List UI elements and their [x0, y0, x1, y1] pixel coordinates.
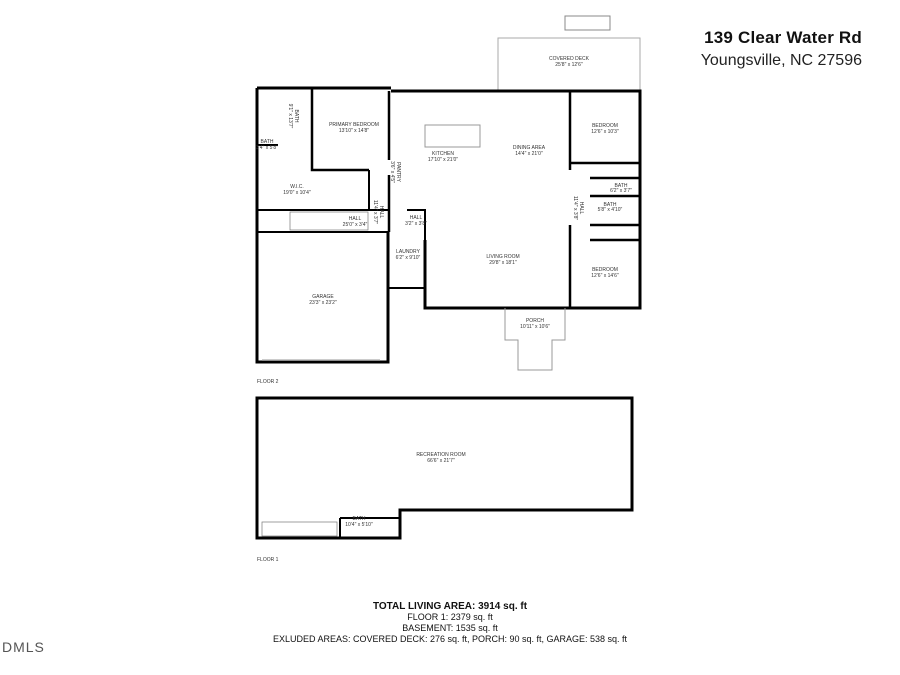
street-address: 139 Clear Water Rd	[704, 28, 862, 47]
mls-logo: DMLS	[2, 639, 45, 655]
property-address: 139 Clear Water Rd Youngsville, NC 27596	[701, 28, 862, 70]
hall-3-label: HALL	[410, 215, 423, 221]
laundry-label: LAUNDRY	[396, 249, 420, 255]
hall-label: HALL	[349, 216, 362, 222]
porch-dims: 10'11" x 10'6"	[520, 324, 550, 330]
kitchen-label: KITCHEN	[432, 151, 454, 157]
bath-lower-label: BATH	[353, 516, 366, 522]
upper-floor-walls	[255, 15, 642, 371]
area-summary: TOTAL LIVING AREA: 3914 sq. ft FLOOR 1: …	[0, 601, 900, 645]
bath-primary-dims: 9'1" x 13'7"	[287, 104, 293, 129]
bedroom-1-label: BEDROOM	[592, 123, 618, 129]
pantry-dims: 3'6" x 4'5"	[389, 161, 395, 183]
hall-4-dims: 11'4" x 3'8"	[572, 196, 578, 220]
pantry-label: PANTRY	[395, 162, 401, 182]
primary-bedroom-label: PRIMARY BEDROOM	[329, 122, 379, 128]
hall-2-label: HALL	[378, 206, 384, 219]
floor-2-label: FLOOR 2	[257, 379, 279, 385]
recreation-room-label: RECREATION ROOM	[416, 452, 465, 458]
city-state-zip: Youngsville, NC 27596	[700, 52, 862, 69]
hall-dims: 25'0" x 3'4"	[343, 222, 368, 228]
bath-3-label: BATH	[604, 202, 617, 208]
room-labels: COVERED DECK 25'8" x 12'6" PRIMARY BEDRO…	[256, 56, 632, 563]
bath-2-dims: 6'2" x 3'7"	[610, 188, 632, 194]
basement-area: BASEMENT: 1535 sq. ft	[402, 623, 498, 633]
bedroom-1-dims: 12'6" x 10'3"	[591, 129, 619, 135]
bath-2-label: BATH	[615, 183, 628, 189]
wic-label: W.I.C.	[290, 184, 304, 190]
wic-dims: 19'0" x 10'4"	[283, 190, 311, 196]
living-room-dims: 29'8" x 18'1"	[489, 260, 517, 266]
bath-3-dims: 5'8" x 4'10"	[598, 207, 623, 213]
total-living-area: TOTAL LIVING AREA: 3914 sq. ft	[372, 601, 528, 612]
bath-small-label: BATH	[261, 139, 274, 145]
laundry-dims: 6'2" x 9'10"	[396, 255, 421, 261]
porch-label: PORCH	[526, 318, 544, 324]
garage-dims: 23'3" x 23'2"	[309, 300, 337, 306]
hall-2-dims: 11'4" x 3'7"	[372, 200, 378, 224]
covered-deck-dims: 25'8" x 12'6"	[555, 62, 583, 68]
deck-stairs	[564, 15, 611, 31]
bath-primary-label: BATH	[293, 110, 299, 123]
bath-small-dims: 3'4" x 5'8"	[256, 145, 278, 151]
floor-1-label: FLOOR 1	[257, 557, 279, 563]
covered-deck-label: COVERED DECK	[549, 56, 590, 62]
recreation-room-dims: 66'6" x 21'7"	[427, 458, 455, 464]
bedroom-2-label: BEDROOM	[592, 267, 618, 273]
hall-4-label: HALL	[578, 202, 584, 215]
bedroom-2-dims: 12'6" x 14'6"	[591, 273, 619, 279]
dining-area-label: DINING AREA	[513, 145, 546, 151]
hall-3-dims: 3'2" x 3'8"	[405, 221, 427, 227]
garage-label: GARAGE	[312, 294, 334, 300]
bath-lower-dims: 10'4" x 5'10"	[345, 522, 373, 528]
living-room-label: LIVING ROOM	[486, 254, 519, 260]
excluded-areas: EXLUDED AREAS: COVERED DECK: 276 sq. ft,…	[272, 634, 628, 644]
primary-bedroom-dims: 13'10" x 14'8"	[339, 128, 369, 134]
lower-floor-walls	[255, 396, 634, 540]
kitchen-dims: 17'10" x 21'0"	[428, 157, 458, 163]
dining-area-dims: 14'4" x 21'0"	[515, 151, 543, 157]
floor-1-area: FLOOR 1: 2379 sq. ft	[407, 612, 493, 622]
